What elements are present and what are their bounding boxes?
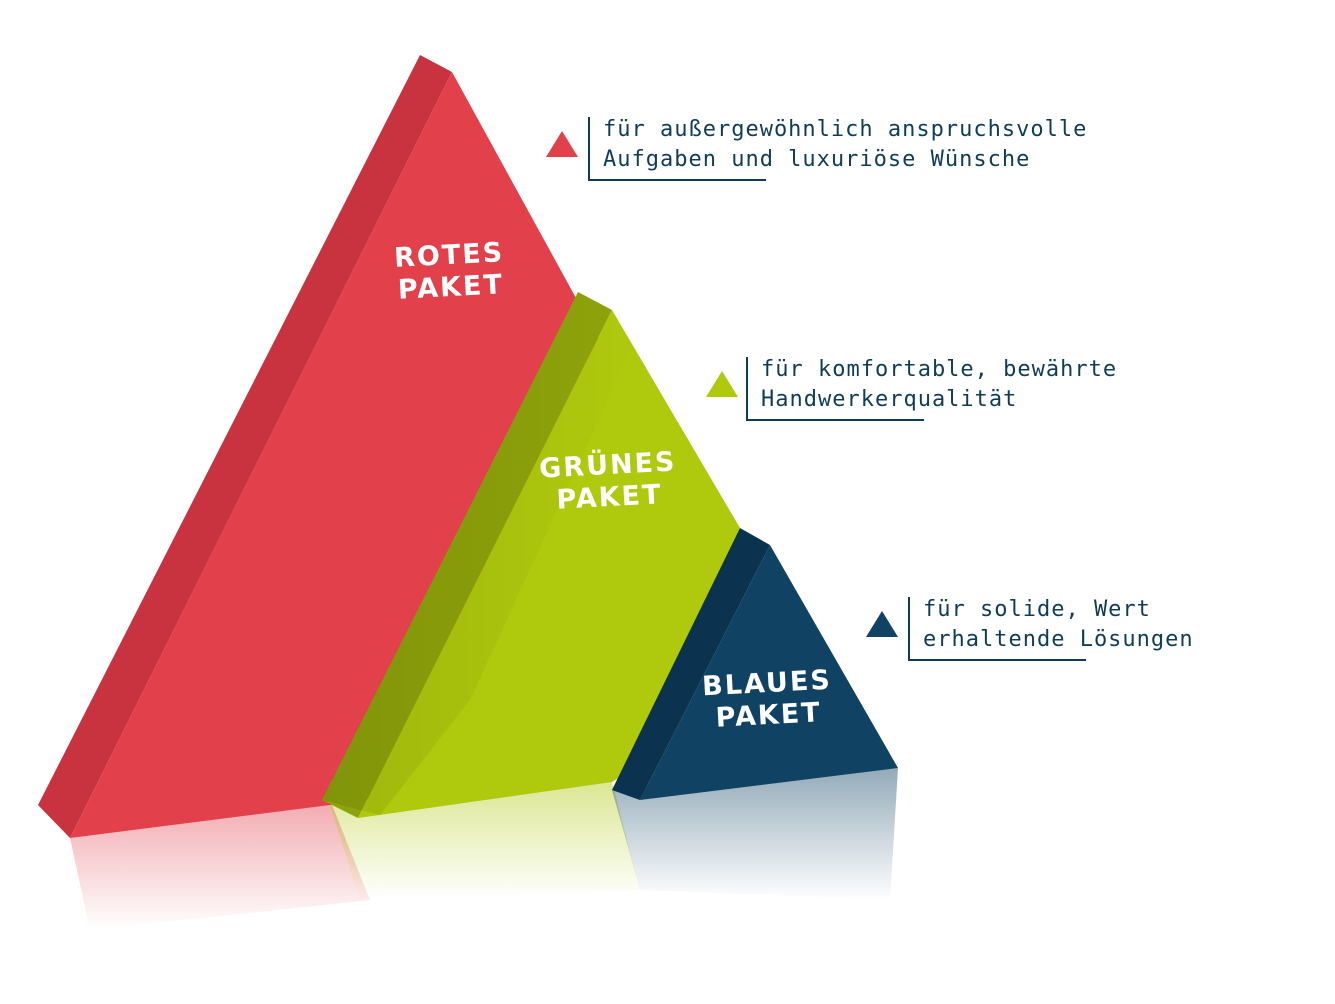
blue-package-label: BLAUES PAKET — [701, 665, 834, 736]
green-triangle-marker-icon — [706, 371, 738, 397]
green-package-description: für komfortable, bewährte Handwerkerqual… — [706, 355, 1186, 425]
red-package-label-line2: PAKET — [397, 269, 505, 306]
red-package-description: für außergewöhnlich anspruchsvolle Aufga… — [546, 115, 1186, 185]
blue-triangle-marker-icon — [866, 611, 898, 637]
red-package-label: ROTES PAKET — [393, 237, 506, 307]
description-bracket — [908, 597, 1086, 661]
green-package-shape — [322, 292, 740, 818]
red-triangle-marker-icon — [546, 131, 578, 157]
green-package-label: GRÜNES PAKET — [538, 446, 679, 517]
red-package-description-text: für außergewöhnlich anspruchsvolle Aufga… — [603, 117, 1088, 172]
blue-package-shape — [612, 528, 898, 800]
green-package-description-text: für komfortable, bewährte Handwerkerqual… — [761, 357, 1118, 412]
red-package-label-line1: ROTES — [393, 237, 505, 274]
blue-package-description-text: für solide, Wert erhaltende Lösungen — [923, 597, 1194, 652]
description-bracket — [588, 117, 766, 181]
green-package-label-line2: PAKET — [555, 479, 664, 516]
blue-package-description: für solide, Wert erhaltende Lösungen — [866, 595, 1266, 665]
floor-reflection — [70, 768, 898, 930]
description-bracket — [746, 357, 924, 421]
blue-package-label-line2: PAKET — [714, 697, 823, 734]
